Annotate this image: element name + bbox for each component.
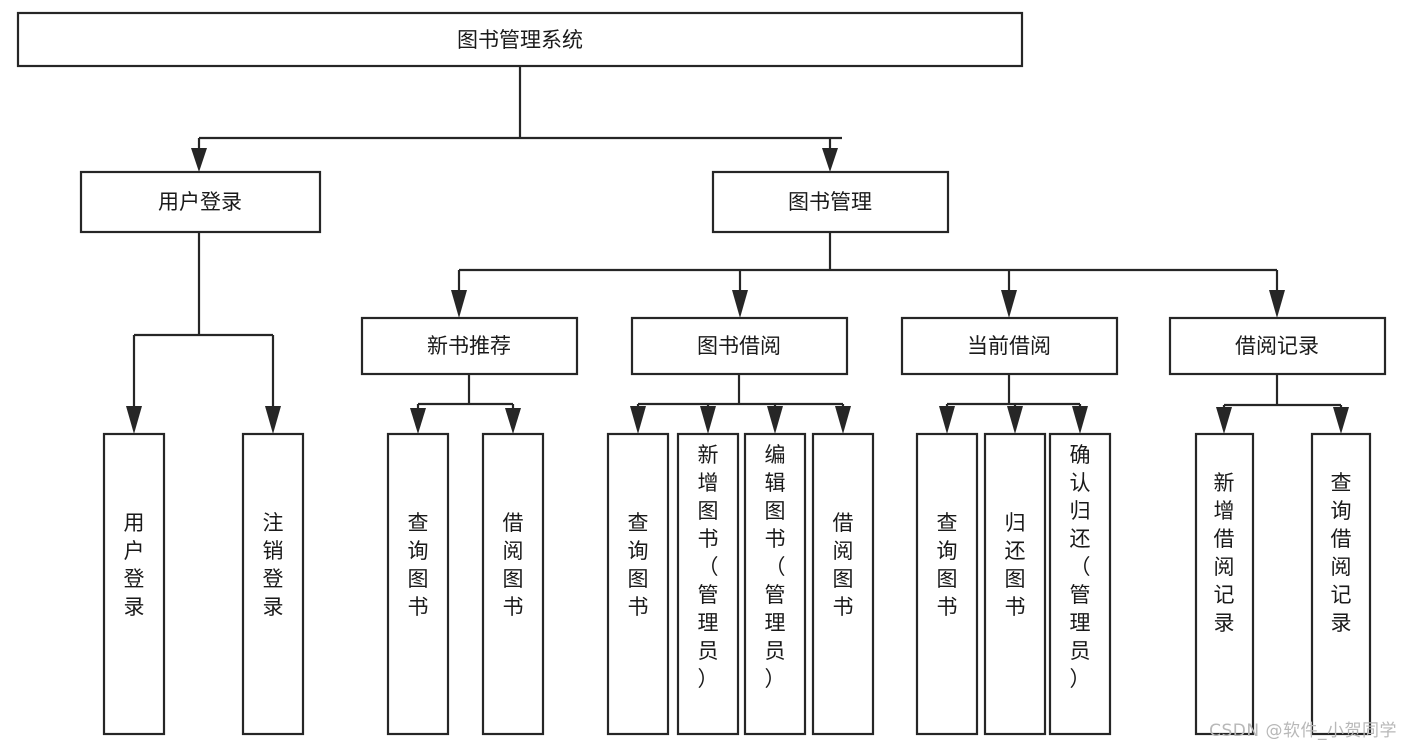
leaf-new-book-2-label: 借阅图书 [503, 511, 524, 619]
leaf-current-borrow-3-box[interactable] [1048, 432, 1112, 736]
arrowhead-book-mgmt [822, 148, 838, 172]
leaf-current-borrow-2-label: 归还图书 [1005, 511, 1026, 619]
node-book-management[interactable]: 图书管理 [711, 170, 950, 234]
arrowhead-bookborrow-leaf-3 [767, 406, 783, 434]
connector-group-new-book-recommend [410, 374, 521, 434]
leaf-book-borrow-4-box[interactable] [811, 432, 875, 736]
leaf-new-book-1-label: 查询图书 [408, 511, 429, 619]
connector-group-current-borrow [939, 374, 1088, 434]
leaf-user-login-1-box[interactable] [102, 432, 166, 736]
leaf-borrow-record-1-label: 新增借阅记录 [1214, 471, 1235, 635]
arrowhead-currentborrow-leaf-2 [1007, 406, 1023, 434]
node-root[interactable]: 图书管理系统 [16, 11, 1024, 68]
leaf-current-borrow-3[interactable]: 确认归还（管理员） [1048, 432, 1112, 736]
arrowhead-borrowrecord-leaf-1 [1216, 407, 1232, 434]
leaf-borrow-record-2[interactable]: 查询借阅记录 [1310, 432, 1372, 736]
leaf-borrow-record-1-box[interactable] [1194, 432, 1255, 736]
arrowhead-bookborrow-leaf-2 [700, 406, 716, 434]
leaf-user-login-2-box[interactable] [241, 432, 305, 736]
leaf-book-borrow-2-label: 新增图书（管理员） [698, 443, 719, 691]
leaf-book-borrow-1-box[interactable] [606, 432, 670, 736]
leaf-book-borrow-4-label: 借阅图书 [833, 511, 854, 619]
arrowhead-newbook-leaf-2 [505, 408, 521, 434]
leaf-current-borrow-2-box[interactable] [983, 432, 1047, 736]
leaf-book-borrow-2-box[interactable] [676, 432, 740, 736]
leaf-user-login-1-label: 用户登录 [124, 511, 145, 619]
arrowhead-borrowrecord-leaf-2 [1333, 407, 1349, 434]
arrowhead-currentborrow-leaf-3 [1072, 406, 1088, 434]
node-book-borrow[interactable]: 图书借阅 [630, 316, 849, 376]
arrowhead-user-login [191, 148, 207, 172]
leaf-new-book-1-box[interactable] [386, 432, 450, 736]
node-current-borrow[interactable]: 当前借阅 [900, 316, 1119, 376]
arrowhead-bookborrow-leaf-4 [835, 406, 851, 434]
node-user-login-label: 用户登录 [158, 190, 242, 214]
node-new-book-recommend[interactable]: 新书推荐 [360, 316, 579, 376]
leaf-current-borrow-3-label: 确认归还（管理员） [1070, 443, 1091, 691]
node-book-borrow-label: 图书借阅 [697, 334, 781, 358]
node-current-borrow-label: 当前借阅 [967, 334, 1051, 358]
leaf-borrow-record-2-box[interactable] [1310, 432, 1372, 736]
connector-group-user-login [126, 232, 281, 434]
node-borrow-record-label: 借阅记录 [1235, 334, 1319, 358]
leaf-current-borrow-1-label: 查询图书 [937, 511, 958, 619]
arrowhead-new-book-recommend [451, 290, 467, 318]
node-book-management-box[interactable] [711, 170, 950, 234]
arrowhead-leaf-user-login [126, 406, 142, 434]
node-current-borrow-box[interactable] [900, 316, 1119, 376]
connector-group-root [191, 66, 842, 172]
leaf-current-borrow-2[interactable]: 归还图书 [983, 432, 1047, 736]
leaf-user-login-1[interactable]: 用户登录 [102, 432, 166, 736]
leaf-user-login-2[interactable]: 注销登录 [241, 432, 305, 736]
leaf-book-borrow-1[interactable]: 查询图书 [606, 432, 670, 736]
leaf-book-borrow-2[interactable]: 新增图书（管理员） [676, 432, 740, 736]
node-user-login-box[interactable] [79, 170, 322, 234]
leaf-borrow-record-2-label: 查询借阅记录 [1331, 471, 1352, 635]
leaf-current-borrow-1[interactable]: 查询图书 [915, 432, 979, 736]
arrowhead-leaf-logout [265, 406, 281, 434]
leaf-new-book-2-box[interactable] [481, 432, 545, 736]
node-root-box[interactable] [16, 11, 1024, 68]
arrowhead-bookborrow-leaf-1 [630, 406, 646, 434]
connector-group-book-borrow [630, 374, 851, 434]
leaf-book-borrow-3-label: 编辑图书（管理员） [765, 443, 786, 691]
node-borrow-record-box[interactable] [1168, 316, 1387, 376]
arrowhead-currentborrow-leaf-1 [939, 406, 955, 434]
node-borrow-record[interactable]: 借阅记录 [1168, 316, 1387, 376]
leaf-borrow-record-1[interactable]: 新增借阅记录 [1194, 432, 1255, 736]
node-new-book-recommend-box[interactable] [360, 316, 579, 376]
leaf-new-book-1[interactable]: 查询图书 [386, 432, 450, 736]
leaf-book-borrow-1-label: 查询图书 [628, 511, 649, 619]
leaf-book-borrow-4[interactable]: 借阅图书 [811, 432, 875, 736]
leaf-user-login-2-label: 注销登录 [263, 511, 284, 619]
arrowhead-newbook-leaf-1 [410, 408, 426, 434]
arrowhead-borrow-record [1269, 290, 1285, 318]
leaf-current-borrow-1-box[interactable] [915, 432, 979, 736]
node-book-borrow-box[interactable] [630, 316, 849, 376]
node-book-management-label: 图书管理 [788, 190, 872, 214]
leaf-book-borrow-3[interactable]: 编辑图书（管理员） [743, 432, 807, 736]
leaf-new-book-2[interactable]: 借阅图书 [481, 432, 545, 736]
connector-group-borrow-record [1216, 374, 1349, 434]
leaf-book-borrow-3-box[interactable] [743, 432, 807, 736]
node-root-label: 图书管理系统 [457, 28, 583, 52]
connector-group-book-management [451, 232, 1285, 318]
node-new-book-recommend-label: 新书推荐 [427, 334, 511, 358]
node-user-login[interactable]: 用户登录 [79, 170, 322, 234]
arrowhead-current-borrow [1001, 290, 1017, 318]
arrowhead-book-borrow [732, 290, 748, 318]
